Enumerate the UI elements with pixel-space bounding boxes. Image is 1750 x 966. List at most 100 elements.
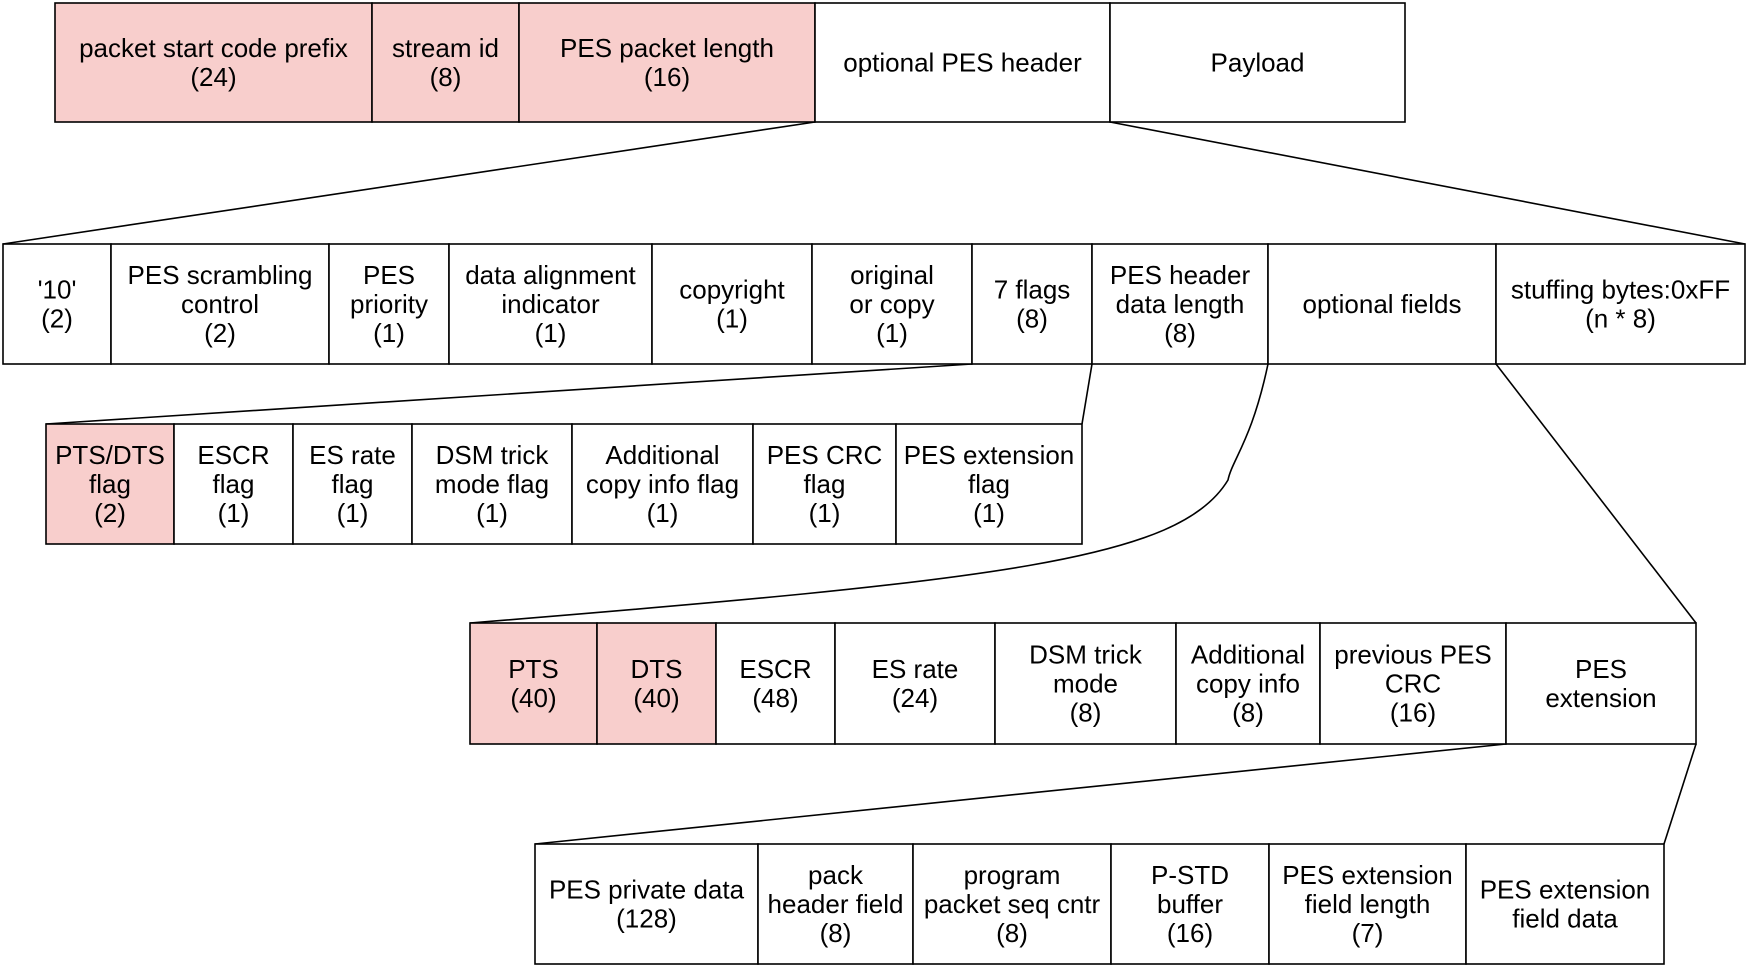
cell-text-line: flag [213, 469, 255, 499]
cell-seven-flags: 7 flags(8) [971, 243, 1093, 365]
connector-optional-fields-right [1495, 363, 1697, 624]
cell-text-line: PES extension [1282, 860, 1453, 890]
cell-text-line: Additional [605, 440, 719, 470]
connector-optional-fields-left [469, 363, 1269, 624]
cell-text-line: (1) [218, 498, 250, 528]
svg-text:copyright(1): copyright(1) [679, 275, 785, 334]
connectors [2, 121, 1746, 845]
svg-text:ESCR(48): ESCR(48) [739, 654, 811, 713]
cell-text-line: copy info [1196, 669, 1300, 699]
cell-text-line: PES extension [904, 440, 1075, 470]
cell-text-line: data alignment [465, 260, 636, 290]
cell-dts: DTS(40) [596, 622, 717, 745]
cell-text-line: extension [1545, 683, 1656, 713]
cell-text-line: (8) [1016, 304, 1048, 334]
connector-seven-flags-left [45, 363, 973, 425]
cell-text-line: buffer [1157, 889, 1223, 919]
cell-text-line: (1) [809, 498, 841, 528]
cell-text-line: DTS [631, 654, 683, 684]
cell-text-line: 7 flags [994, 275, 1071, 305]
cell-text-line: '10' [38, 275, 77, 305]
cell-text-line: packet seq cntr [924, 889, 1101, 919]
cell-text-line: (1) [476, 498, 508, 528]
cell-text-line: or copy [849, 289, 934, 319]
svg-text:Payload: Payload [1211, 48, 1305, 78]
cell-text-line: PES [1575, 654, 1627, 684]
cell-text-line: field data [1512, 904, 1618, 934]
cell-text-line: (24) [190, 62, 236, 92]
cell-copyright: copyright(1) [651, 243, 813, 365]
cell-pes-packet-length: PES packet length(16) [518, 2, 816, 123]
cell-text-line: (1) [373, 318, 405, 348]
cell-payload: Payload [1109, 2, 1406, 123]
cell-text-line: ES rate [872, 654, 959, 684]
cell-text-line: (1) [535, 318, 567, 348]
cell-text-line: stuffing bytes:0xFF [1511, 275, 1730, 305]
cell-text-line: (2) [204, 318, 236, 348]
svg-text:PES packet length(16): PES packet length(16) [560, 33, 774, 92]
cell-text-line: ESCR [739, 654, 811, 684]
cell-text-line: previous PES [1334, 640, 1492, 670]
cell-optional-pes-header: optional PES header [814, 2, 1111, 123]
cell-text-line: (8) [1232, 698, 1264, 728]
cell-text-line: (8) [1070, 698, 1102, 728]
cell-text-line: Payload [1211, 48, 1305, 78]
cell-text-line: flag [804, 469, 846, 499]
cell-text-line: P-STD [1151, 860, 1229, 890]
connector-pes-extension-left [534, 743, 1507, 845]
cell-text-line: (7) [1352, 918, 1384, 948]
cell-text-line: flag [968, 469, 1010, 499]
cell-packet-start-code-prefix: packet start code prefix(24) [54, 2, 373, 123]
cell-text-line: mode [1053, 669, 1118, 699]
cell-text-line: packet start code prefix [79, 33, 348, 63]
cell-text-line: PTS [508, 654, 559, 684]
cell-text-line: ESCR [197, 440, 269, 470]
cell-text-line: Additional [1191, 640, 1305, 670]
svg-text:optional fields: optional fields [1303, 289, 1462, 319]
svg-text:packet start code prefix(24): packet start code prefix(24) [79, 33, 348, 92]
cell-text-line: stream id [392, 33, 499, 63]
svg-text:stuffing bytes:0xFF(n * 8): stuffing bytes:0xFF(n * 8) [1511, 275, 1730, 334]
cell-text-line: copyright [679, 275, 785, 305]
cell-stream-id: stream id(8) [371, 2, 520, 123]
cell-text-line: (8) [1164, 318, 1196, 348]
cell-text-line: (40) [510, 683, 556, 713]
svg-text:PES private data(128): PES private data(128) [549, 875, 745, 934]
cell-text-line: CRC [1385, 669, 1441, 699]
cell-text-line: DSM trick [436, 440, 550, 470]
cell-text-line: DSM trick [1029, 640, 1143, 670]
cell-text-line: (16) [644, 62, 690, 92]
connector-seven-flags-right [1081, 363, 1093, 425]
cell-text-line: (n * 8) [1585, 304, 1656, 334]
cell-text-line: ES rate [309, 440, 396, 470]
cell-text-line: pack [808, 860, 864, 890]
